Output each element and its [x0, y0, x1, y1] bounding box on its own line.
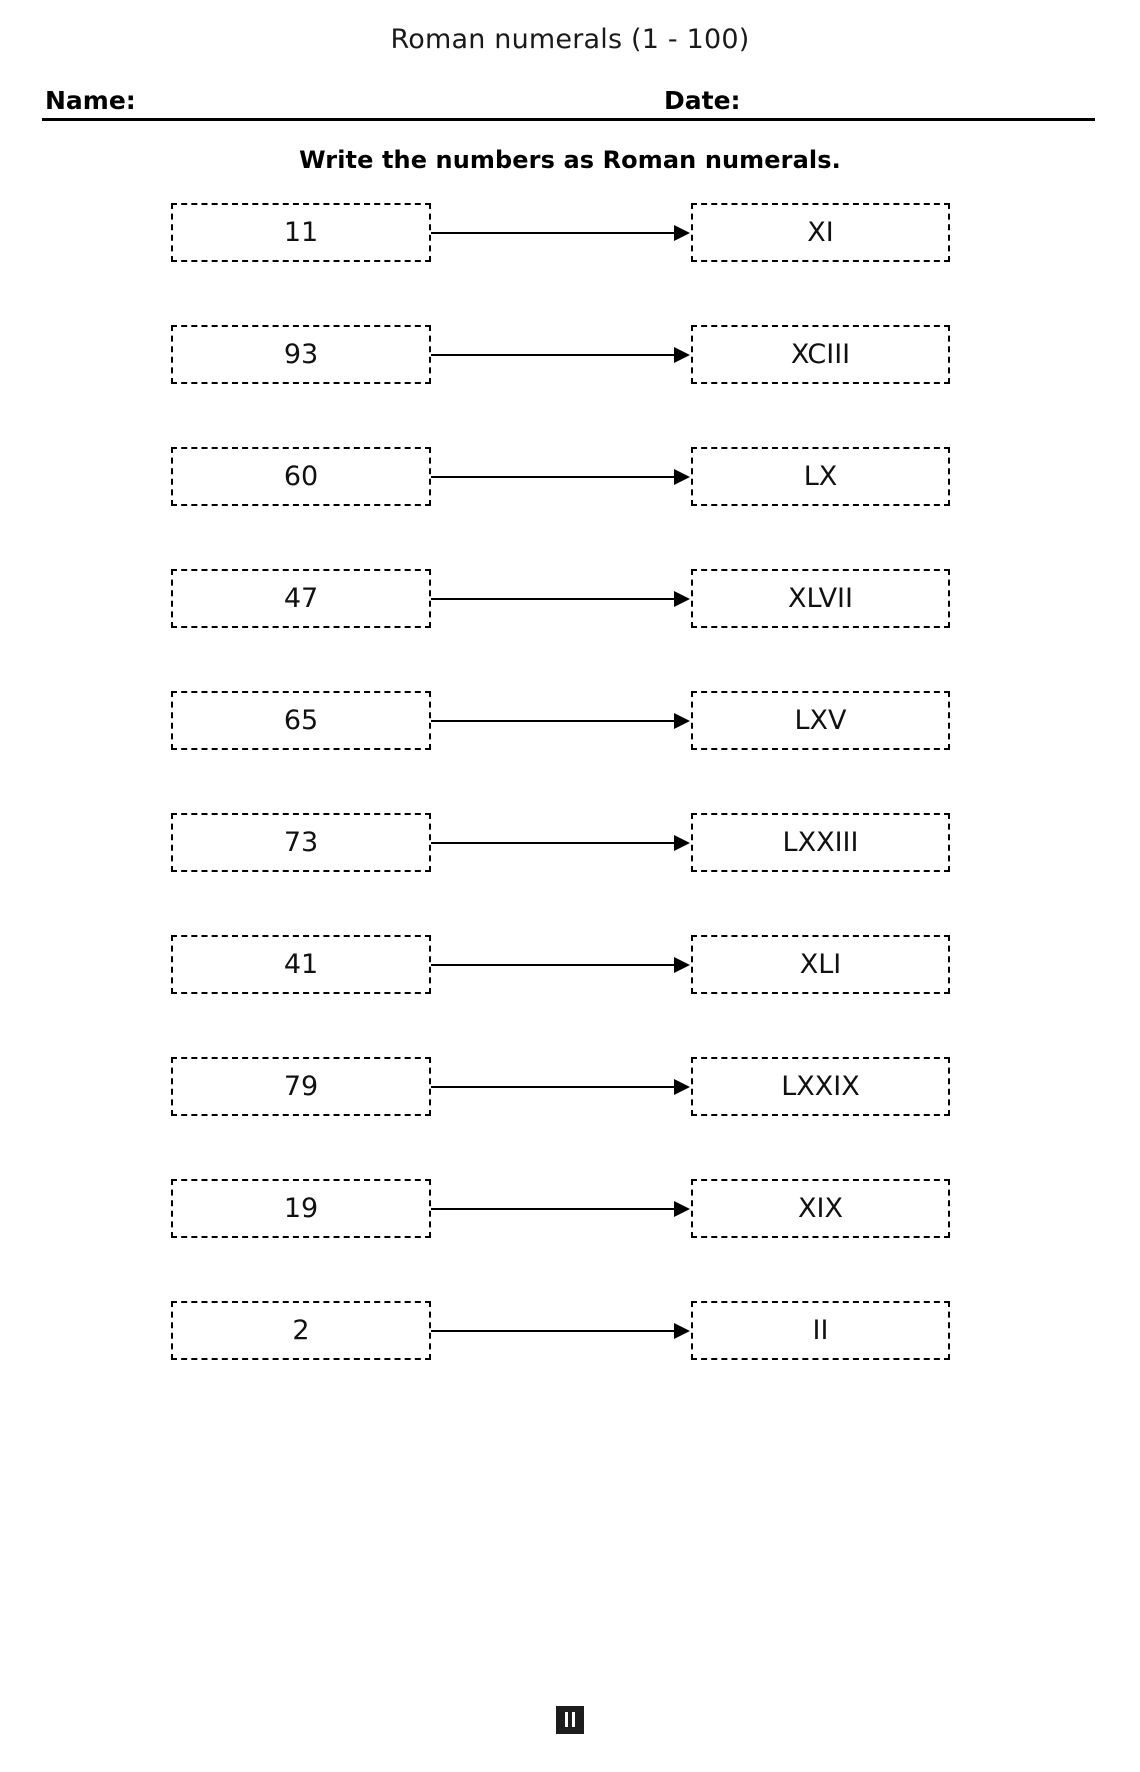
number-value: 19	[283, 1193, 319, 1224]
problem-row: 79 LXXIX	[0, 1057, 1140, 1118]
arrow-line	[431, 232, 676, 234]
numeral-value: LXV	[794, 705, 847, 736]
numeral-answer-box[interactable]: LXXIII	[691, 813, 950, 872]
arrow-head-icon	[674, 957, 690, 973]
number-box[interactable]: 79	[171, 1057, 431, 1116]
arrow-head-icon	[674, 1079, 690, 1095]
arrow-line	[431, 354, 676, 356]
date-field-label: Date:	[664, 86, 741, 115]
arrow-icon	[431, 835, 691, 851]
problem-row: 2 II	[0, 1301, 1140, 1362]
number-value: 2	[292, 1315, 310, 1346]
arrow-line	[431, 1086, 676, 1088]
page-title: Roman numerals (1 - 100)	[390, 24, 750, 55]
number-box[interactable]: 65	[171, 691, 431, 750]
numeral-answer-box[interactable]: XLVII	[691, 569, 950, 628]
arrow-line	[431, 964, 676, 966]
number-box[interactable]: 60	[171, 447, 431, 506]
numeral-answer-box[interactable]: XCIII	[691, 325, 950, 384]
arrow-head-icon	[674, 1323, 690, 1339]
numeral-answer-box[interactable]: LXXIX	[691, 1057, 950, 1116]
problem-row: 11 XI	[0, 203, 1140, 264]
worksheet-logo-icon	[556, 1706, 584, 1734]
numeral-value: XIX	[798, 1193, 843, 1224]
numeral-answer-box[interactable]: II	[691, 1301, 950, 1360]
numeral-answer-box[interactable]: XIX	[691, 1179, 950, 1238]
number-box[interactable]: 19	[171, 1179, 431, 1238]
arrow-line	[431, 1208, 676, 1210]
problem-row: 65 LXV	[0, 691, 1140, 752]
numeral-value: XLI	[799, 949, 842, 980]
arrow-line	[431, 842, 676, 844]
problem-list: 11 XI 93 XCIII 60 LX 47 XLVII 65 LXV 73 LXXIII 41 XLI…	[0, 203, 1140, 1423]
problem-row: 41 XLI	[0, 935, 1140, 996]
arrow-icon	[431, 713, 691, 729]
arrow-line	[431, 720, 676, 722]
arrow-icon	[431, 1201, 691, 1217]
numeral-value: LX	[803, 461, 838, 492]
arrow-head-icon	[674, 713, 690, 729]
number-box[interactable]: 47	[171, 569, 431, 628]
number-value: 41	[283, 949, 319, 980]
arrow-icon	[431, 469, 691, 485]
numeral-value: LXXIX	[781, 1071, 860, 1102]
numeral-value: XI	[807, 217, 834, 248]
number-value: 60	[283, 461, 319, 492]
problem-row: 19 XIX	[0, 1179, 1140, 1240]
arrow-icon	[431, 1079, 691, 1095]
number-value: 73	[283, 827, 319, 858]
number-box[interactable]: 41	[171, 935, 431, 994]
header-divider	[42, 118, 1095, 121]
numeral-answer-box[interactable]: XLI	[691, 935, 950, 994]
arrow-head-icon	[674, 1201, 690, 1217]
number-box[interactable]: 2	[171, 1301, 431, 1360]
numeral-value: II	[812, 1315, 829, 1346]
arrow-icon	[431, 591, 691, 607]
problem-row: 73 LXXIII	[0, 813, 1140, 874]
arrow-head-icon	[674, 225, 690, 241]
arrow-line	[431, 1330, 676, 1332]
number-box[interactable]: 93	[171, 325, 431, 384]
arrow-head-icon	[674, 469, 690, 485]
number-value: 93	[283, 339, 319, 370]
footer	[0, 1706, 1140, 1738]
problem-row: 47 XLVII	[0, 569, 1140, 630]
numeral-value: XLVII	[788, 583, 853, 614]
numeral-value: XCIII	[790, 339, 851, 370]
arrow-line	[431, 598, 676, 600]
number-value: 47	[283, 583, 319, 614]
arrow-icon	[431, 1323, 691, 1339]
number-value: 11	[283, 217, 319, 248]
arrow-icon	[431, 347, 691, 363]
problem-row: 60 LX	[0, 447, 1140, 508]
arrow-icon	[431, 957, 691, 973]
numeral-value: LXXIII	[782, 827, 859, 858]
arrow-head-icon	[674, 835, 690, 851]
number-value: 65	[283, 705, 319, 736]
number-value: 79	[283, 1071, 319, 1102]
numeral-answer-box[interactable]: XI	[691, 203, 950, 262]
arrow-icon	[431, 225, 691, 241]
number-box[interactable]: 11	[171, 203, 431, 262]
arrow-head-icon	[674, 347, 690, 363]
numeral-answer-box[interactable]: LXV	[691, 691, 950, 750]
instruction-text: Write the numbers as Roman numerals.	[299, 146, 841, 174]
arrow-head-icon	[674, 591, 690, 607]
name-field-label: Name:	[45, 86, 136, 115]
name-date-header: Name: Date:	[42, 86, 1096, 120]
problem-row: 93 XCIII	[0, 325, 1140, 386]
number-box[interactable]: 73	[171, 813, 431, 872]
numeral-answer-box[interactable]: LX	[691, 447, 950, 506]
arrow-line	[431, 476, 676, 478]
